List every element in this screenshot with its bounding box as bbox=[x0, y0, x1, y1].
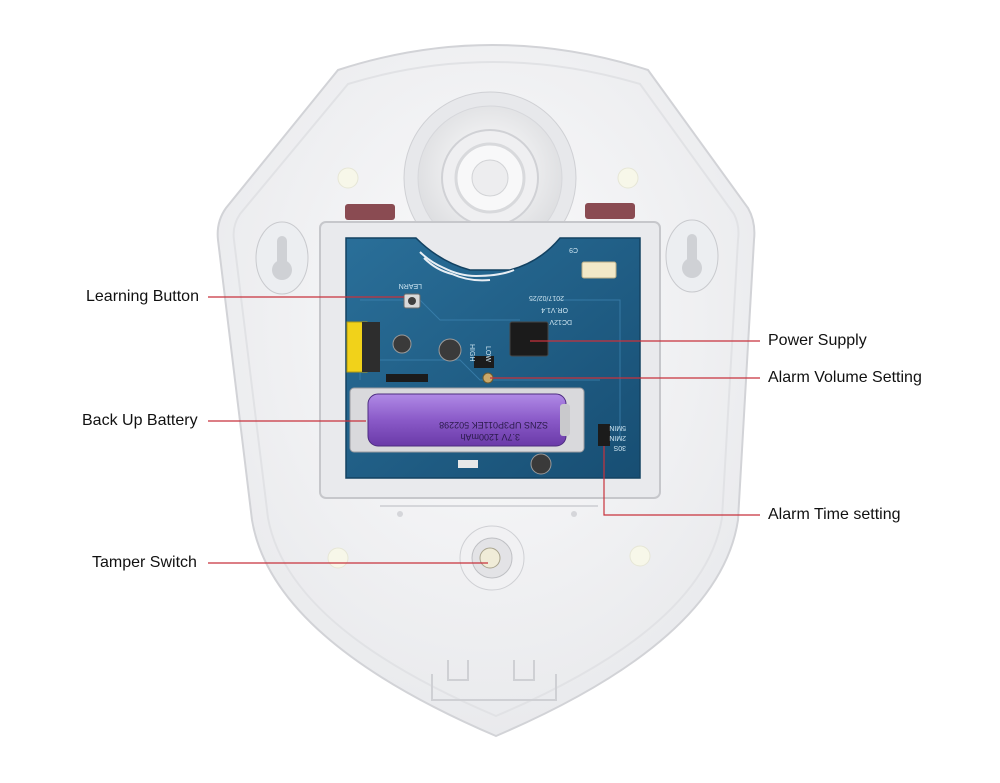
rf-module bbox=[581, 261, 617, 279]
battery-label-spec: 3.7V 1200mAh bbox=[460, 432, 520, 442]
pcb-label-c9: C9 bbox=[569, 246, 578, 253]
leader-lines bbox=[208, 296, 760, 564]
label-learning-button: Learning Button bbox=[86, 288, 199, 305]
label-power-supply: Power Supply bbox=[768, 332, 867, 349]
pcb-label-version: OR.V1.4 bbox=[541, 306, 568, 313]
capacitor bbox=[438, 338, 462, 362]
keyhole-mount-left bbox=[255, 221, 309, 295]
pcb-label-dc: DC12V bbox=[549, 318, 572, 325]
housing-inner-rim bbox=[232, 61, 740, 718]
label-alarm-time-setting: Alarm Time setting bbox=[768, 506, 901, 523]
tamper-switch bbox=[459, 525, 525, 591]
label-alarm-volume-setting: Alarm Volume Setting bbox=[768, 369, 922, 386]
time-jumper bbox=[598, 424, 610, 446]
leader-alarm-time bbox=[603, 446, 760, 516]
bottom-clip bbox=[431, 660, 557, 701]
pcb-label-learn: LEARN bbox=[399, 282, 422, 289]
keyhole-mount-right bbox=[665, 219, 719, 293]
pcb-label-time-c: 5MIN bbox=[609, 424, 626, 431]
pin-header bbox=[386, 374, 428, 382]
screw-post bbox=[617, 167, 639, 189]
test-pad bbox=[458, 460, 478, 468]
pcb-label-date: 2017/02/25 bbox=[529, 294, 564, 301]
capacitor bbox=[530, 453, 552, 475]
speaker-wire-coil bbox=[419, 251, 515, 282]
pcb-label-time-a: 30S bbox=[613, 444, 626, 451]
screw-post bbox=[629, 545, 651, 567]
pcb-label-low: LOW bbox=[484, 346, 491, 362]
pcb-label-time-b: 2MIN bbox=[609, 434, 626, 441]
latch-tab bbox=[345, 204, 395, 220]
capacitor bbox=[392, 334, 412, 354]
label-back-up-battery: Back Up Battery bbox=[82, 412, 198, 429]
latch-tab bbox=[585, 203, 635, 219]
pcb-label-high: HIGH bbox=[468, 344, 475, 362]
screw-post bbox=[327, 547, 349, 569]
battery-label-main: SZNS UP3P011EK 502298 bbox=[439, 420, 548, 430]
screw-post bbox=[337, 167, 359, 189]
label-tamper-switch: Tamper Switch bbox=[92, 554, 197, 571]
dc-jack bbox=[509, 321, 549, 357]
volume-jumper bbox=[474, 356, 494, 368]
